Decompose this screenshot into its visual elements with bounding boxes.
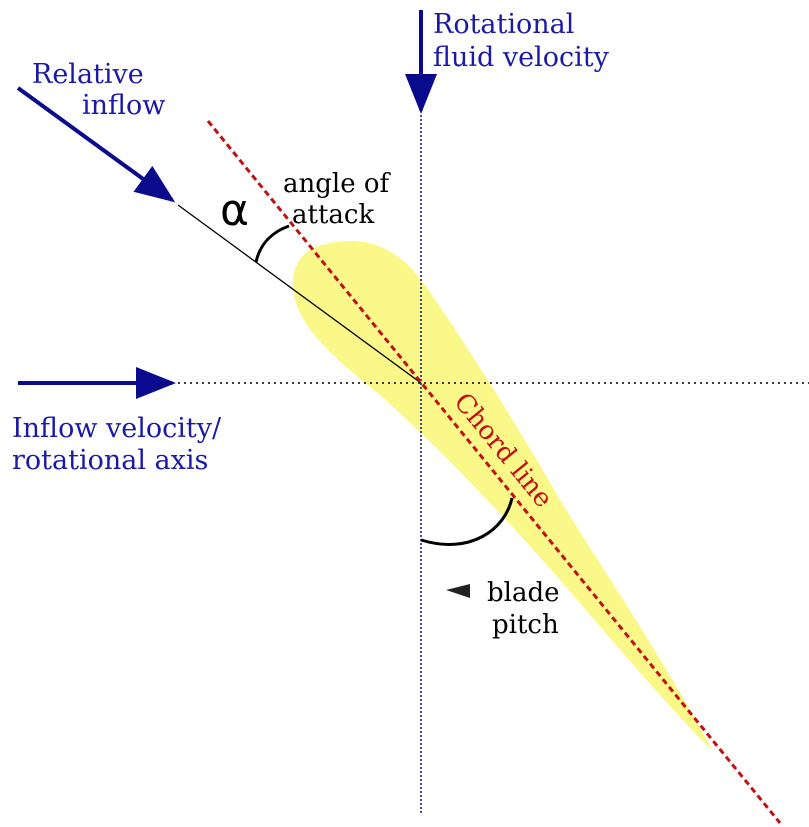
alpha-symbol: α <box>220 185 249 236</box>
blade-pitch-marker-icon <box>446 584 470 598</box>
relative-inflow-line <box>177 204 422 384</box>
angle-of-attack-arc <box>254 224 290 263</box>
relative-inflow-label-line2: inflow <box>82 90 165 121</box>
chord-line <box>206 120 782 824</box>
relative-inflow-label-line1: Relative <box>32 59 144 90</box>
inflow-velocity-label-line2: rotational axis <box>12 445 208 476</box>
inflow-velocity-label-line1: Inflow velocity/ <box>12 413 222 444</box>
angle-of-attack-label-line1: angle of <box>283 169 392 199</box>
blade-pitch-arc <box>420 497 514 546</box>
angle-of-attack-label-line2: attack <box>292 200 374 230</box>
relative-inflow-arrow <box>16 86 176 203</box>
rotational-fluid-velocity-label-line2: fluid velocity <box>433 42 610 73</box>
rotational-fluid-velocity-label-line1: Rotational <box>433 9 574 40</box>
blade-pitch-label-line2: pitch <box>492 610 559 640</box>
blade-airfoil <box>292 240 712 751</box>
blade-pitch-label-line1: blade <box>487 578 560 608</box>
